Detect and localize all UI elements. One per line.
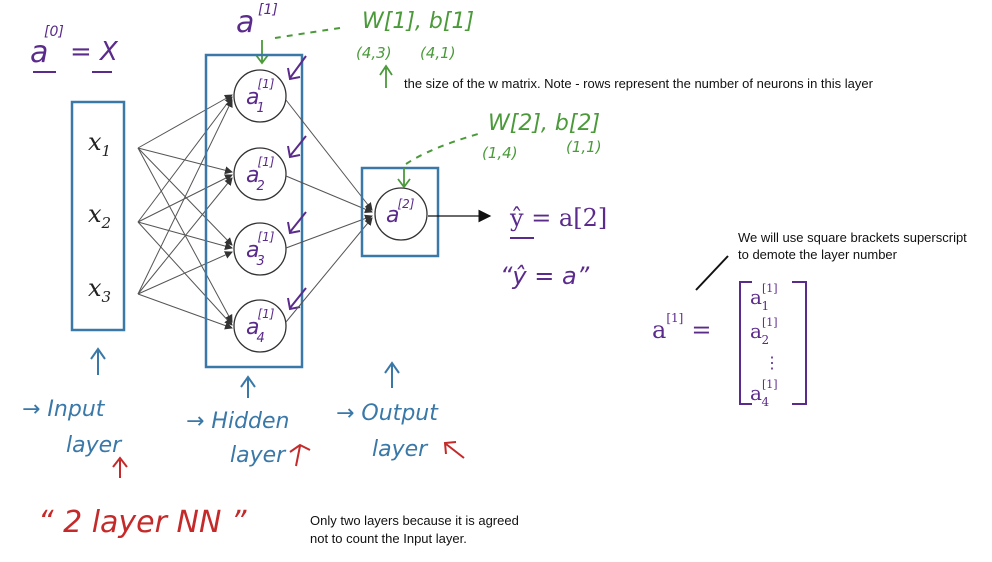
output-up-arrow [384,361,400,388]
hidden-b-shape: (4,1) [420,44,456,62]
vector-left-bracket [739,281,752,405]
vector-entry-2: a[1]2 [750,316,778,347]
output-b-shape: (1,1) [566,138,602,156]
brackets-note-line2: to demote the layer number [738,247,898,262]
vector-entry-dots: ⋮ [764,353,780,372]
hidden-node-3: a[1]3 [233,222,287,276]
brackets-note-line1: We will use square brackets superscript [738,230,967,245]
layers-note-line1: Only two layers because it is agreed [310,513,519,528]
hidden-top-label: a [236,5,254,40]
hidden-w-shape: (4,3) [356,44,392,62]
layer-count-label: “ 2 layer NN ” [38,505,247,540]
input-caption-line1: → Input [22,397,106,422]
hidden-top-down-arrow [255,40,269,65]
hidden-top-dashes [274,27,341,39]
yhat-equation: ŷ = a[2] [509,204,607,232]
vector-lhs: a[1]= [652,311,711,344]
input-node-x2: x2 [88,200,111,232]
output-red-arrow [443,441,465,459]
w-shape-pointer-arrow [379,64,393,88]
hidden-up-arrow [240,375,256,398]
hidden-node-1: a[1]1 [233,69,287,123]
vector-entry-1: a[1]1 [750,282,778,313]
input-node-x1: x1 [88,128,111,160]
hidden-node-2: a[1]2 [233,147,287,201]
vector-right-bracket [792,281,807,405]
a0-equals-x: = X [70,37,119,67]
hidden-bias-arrows [287,55,307,311]
hidden-caption-line2: layer [230,443,287,468]
hidden-red-arrow [289,443,311,467]
hidden-node-4: a[1]4 [233,299,287,353]
input-node-x1-label: x1 [88,128,111,160]
output-bias-arrow [397,168,411,189]
hidden-caption-line1: → Hidden [186,409,290,434]
input-red-arrow [112,456,128,478]
input-node-x3: x3 [88,274,111,306]
a0-label: a [30,35,48,70]
output-params-dashes [405,133,479,165]
brackets-note-pointer [695,255,729,291]
a0-superscript: [0] [44,24,64,40]
output-layer-box [360,166,440,258]
input-up-arrow [90,347,106,375]
hidden-params: W[1], b[1] [362,9,474,34]
hidden-layer-box [204,53,304,369]
input-node-x3-label: x3 [88,274,111,306]
input-caption-line2: layer [66,433,123,458]
hidden-output-edges [285,99,373,323]
output-caption-line1: → Output [336,401,439,426]
vector-entry-4: a[1]4 [750,378,778,409]
input-hidden-edges [137,94,233,330]
layers-note-line2: not to count the Input layer. [310,531,467,546]
output-caption-line2: layer [372,437,429,462]
w-matrix-note: the size of the w matrix. Note - rows re… [404,76,874,91]
output-params: W[2], b[2] [488,111,600,136]
yhat-alias: “ŷ = a” [500,262,590,290]
input-node-x2-label: x2 [88,200,111,232]
hidden-top-superscript: [1] [258,2,278,18]
input-layer-box [70,100,126,332]
output-node: a[2] [374,187,428,241]
output-w-shape: (1,4) [482,144,518,162]
